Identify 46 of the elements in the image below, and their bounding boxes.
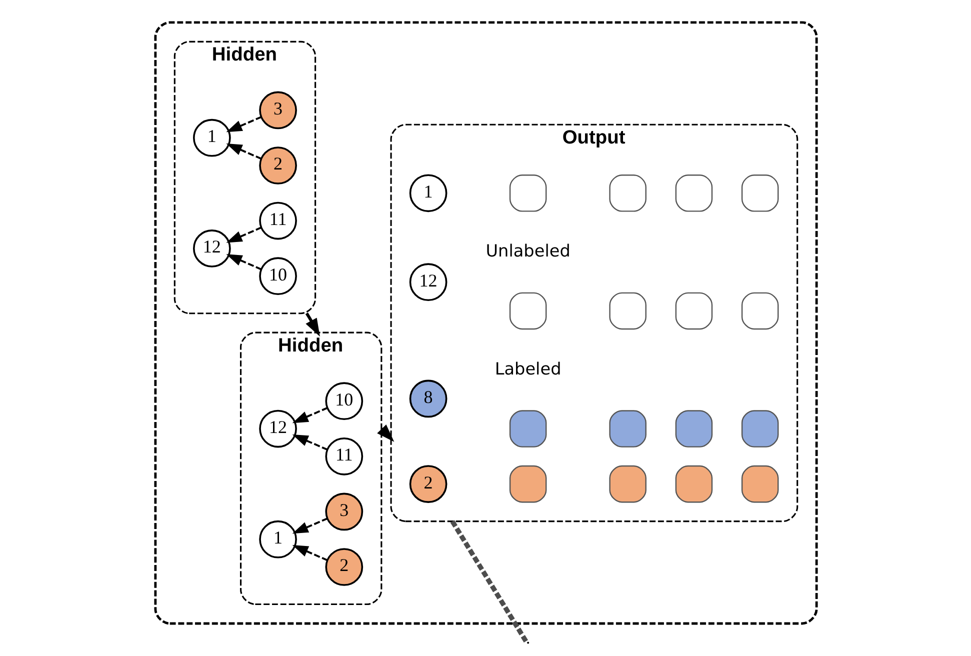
label: Labeled	[494, 358, 561, 378]
node-circle: 12	[192, 230, 230, 268]
node-box	[740, 410, 778, 448]
node-circle: 10	[324, 382, 363, 420]
node-box	[674, 410, 712, 448]
label: Unlabeled	[485, 240, 570, 260]
arrow	[226, 254, 262, 270]
node-box	[674, 292, 712, 330]
node-circle: 1	[408, 174, 447, 212]
node-circle: 1	[192, 118, 230, 157]
node-box	[740, 465, 778, 503]
node-circle: 2	[258, 146, 296, 184]
node-box	[674, 465, 712, 503]
node-box	[608, 465, 646, 503]
arrow	[304, 312, 320, 337]
node-circle: 12	[258, 410, 296, 448]
node-box	[608, 292, 646, 330]
node-circle: 2	[324, 548, 363, 586]
node-box	[608, 410, 646, 448]
node-box	[674, 174, 712, 212]
node-circle: 3	[258, 91, 296, 130]
arrow	[226, 144, 262, 160]
arrow	[226, 116, 262, 132]
node-circle: 10	[258, 257, 296, 296]
node-box	[740, 174, 778, 212]
arrow	[292, 518, 328, 534]
node-circle: 3	[324, 492, 363, 531]
arrow	[376, 424, 394, 442]
node-circle: 11	[258, 202, 296, 240]
connector	[450, 520, 528, 644]
node-box	[508, 465, 546, 503]
node-box	[508, 174, 546, 212]
node-circle: 8	[408, 380, 447, 418]
arrow	[292, 545, 328, 562]
node-circle: 12	[408, 263, 447, 302]
node-circle: 2	[408, 465, 447, 503]
arrow	[292, 434, 328, 451]
cluster	[154, 21, 818, 625]
arrow	[292, 406, 328, 424]
node-circle: 1	[258, 520, 296, 558]
node-circle: 11	[324, 437, 363, 476]
node-box	[608, 174, 646, 212]
node-box	[740, 292, 778, 330]
node-box	[508, 410, 546, 448]
node-box	[508, 292, 546, 330]
arrow	[226, 226, 262, 243]
